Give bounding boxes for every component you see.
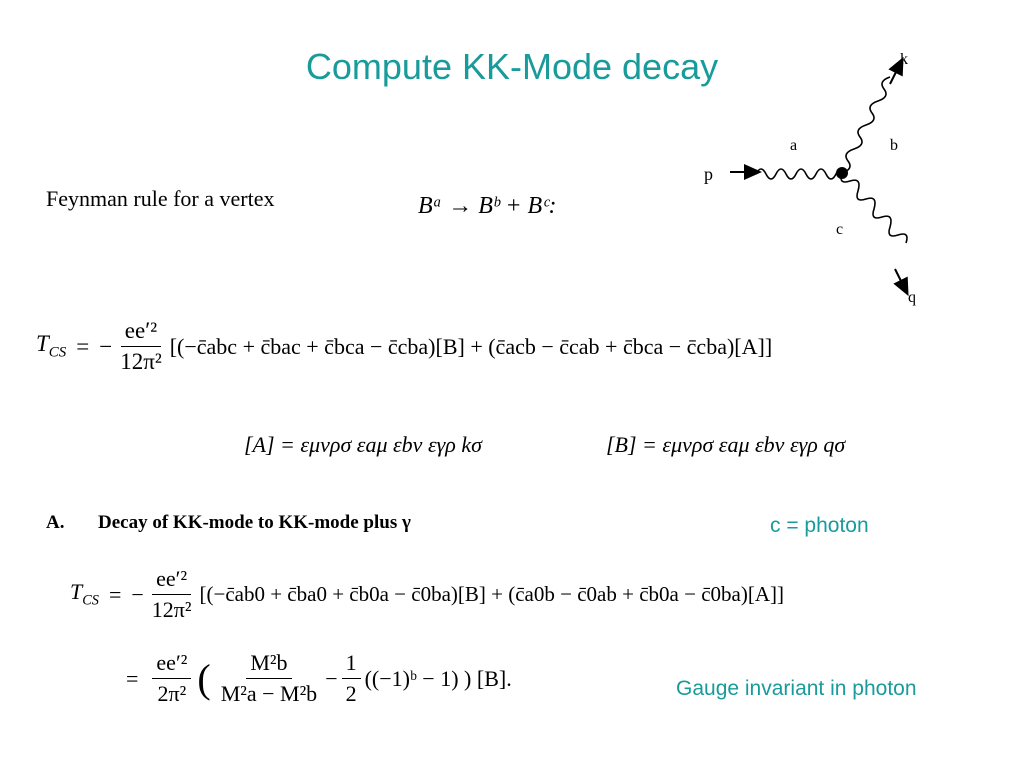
slide-title: Compute KK-Mode decay xyxy=(305,46,719,87)
tcs-photon-body: [(−c̄ab0 + c̄ba0 + c̄b0a − c̄0ba)[B] + (… xyxy=(199,582,784,606)
label-p: p xyxy=(704,164,713,184)
mass-den: M²a − M²b xyxy=(220,681,318,706)
half-den: 2 xyxy=(345,681,357,706)
label-k: k xyxy=(900,51,908,68)
gauge-note: Gauge invariant in photon xyxy=(676,677,917,700)
feynman-vertex-diagram: p a b c k q xyxy=(704,51,916,306)
vertex-process: Bᵃ → Bᵇ + Bᶜ: xyxy=(418,193,557,219)
equals-sign: = xyxy=(76,333,90,359)
mass-num: M²b xyxy=(246,650,292,679)
label-a: a xyxy=(790,137,797,154)
tcs-photon-sub: CS xyxy=(82,592,99,609)
frac1-den: 12π² xyxy=(120,349,162,374)
k-arrow xyxy=(888,56,904,85)
frac2-num: ee′² xyxy=(152,650,192,679)
label-c: c xyxy=(836,221,843,238)
wavy-line-b xyxy=(841,76,891,174)
equals-sign-2: = xyxy=(108,581,122,607)
section-title: Decay of KK-mode to KK-mode plus γ xyxy=(98,512,411,533)
section-label: A. xyxy=(46,512,65,533)
half-num: 1 xyxy=(341,650,361,679)
equals-sign-3: = xyxy=(126,665,139,691)
wavy-line-a xyxy=(755,167,843,180)
b-definition: [B] = εμνρσ εaμ εbν εγρ qσ xyxy=(606,432,846,457)
label-b: b xyxy=(890,137,898,154)
q-arrow xyxy=(893,268,909,297)
tcs-general-body: [(−c̄abc + c̄bac + c̄bca − c̄cba)[B] + (… xyxy=(169,333,773,359)
label-q: q xyxy=(908,289,916,306)
feynman-rule-text: Feynman rule for a vertex xyxy=(46,186,275,211)
photon-note: c = photon xyxy=(770,514,869,537)
frac2-den: 2π² xyxy=(157,681,187,706)
frac1b-den: 12π² xyxy=(151,597,192,622)
a-definition: [A] = εμνρσ εaμ εbν εγρ kσ xyxy=(244,432,482,457)
tcs-sub: CS xyxy=(48,344,67,361)
frac1-num: ee′² xyxy=(120,318,162,347)
wavy-line-c xyxy=(840,172,908,244)
tcs-photon-lhs: T xyxy=(70,579,83,605)
tcs-lhs: T xyxy=(36,331,49,357)
frac1b-num: ee′² xyxy=(152,566,192,595)
result-tail: ((−1)ᵇ − 1) ) [B]. xyxy=(364,665,512,691)
